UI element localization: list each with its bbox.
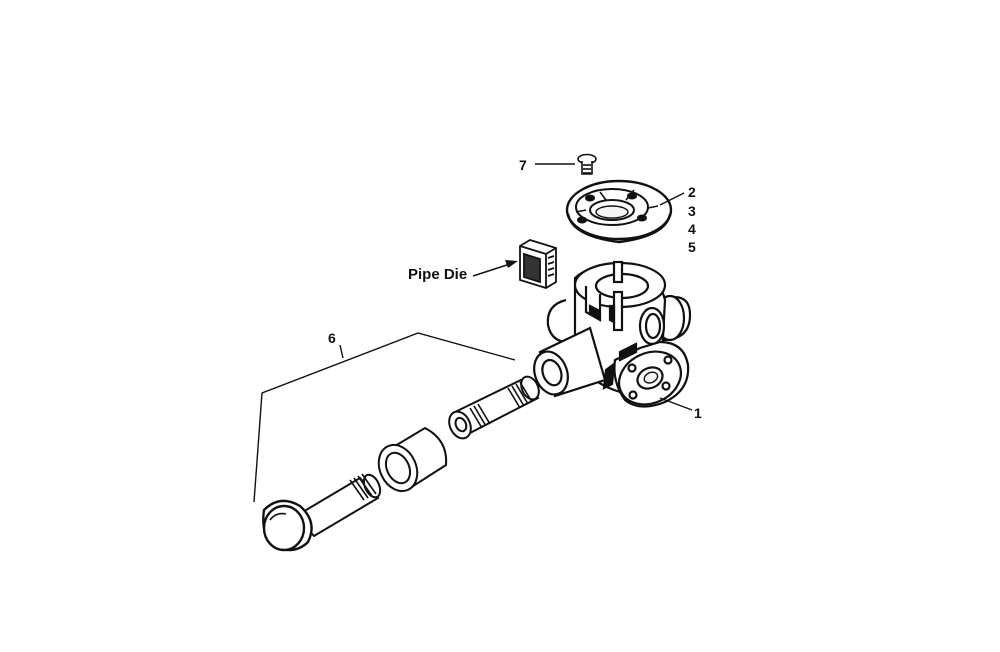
leader-6-stem (339, 344, 344, 359)
pipe-nipple-part (448, 375, 540, 440)
callout-7: 7 (519, 157, 527, 173)
callout-4: 4 (688, 221, 696, 237)
callout-5: 5 (688, 239, 696, 255)
callout-3: 3 (688, 203, 696, 219)
pipe-die-part (519, 239, 557, 289)
callout-1: 1 (694, 405, 702, 421)
leader-6-bracket (253, 332, 516, 503)
pipe-die-arrow (472, 260, 518, 277)
callout-2: 2 (688, 184, 696, 200)
main-body-part (533, 260, 692, 408)
leader-1 (659, 397, 693, 411)
ring-plate-part (565, 179, 673, 244)
screw-part (577, 153, 597, 175)
pipe-die-label: Pipe Die (408, 266, 467, 283)
handle-knob-part (262, 473, 382, 552)
callout-6: 6 (328, 330, 336, 346)
leader-2 (659, 192, 685, 206)
coupling-part (377, 426, 448, 493)
